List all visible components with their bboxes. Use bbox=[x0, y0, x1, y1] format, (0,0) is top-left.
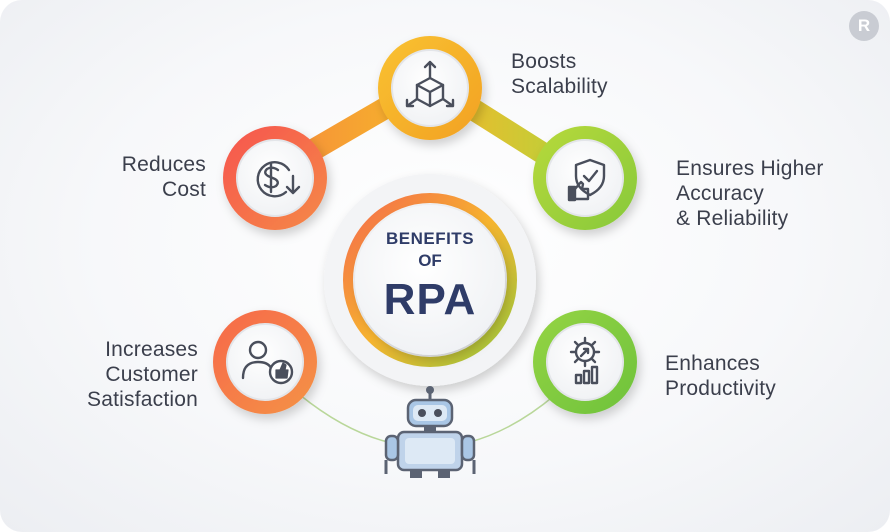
cube-scale-icon bbox=[405, 60, 455, 108]
label-satisfaction-line2: Customer bbox=[105, 363, 198, 386]
center-title-line1: BENEFITS bbox=[385, 229, 475, 248]
label-satisfaction-line3: Satisfaction bbox=[87, 388, 198, 411]
center-face bbox=[355, 205, 505, 355]
label-cost-line1: Reduces bbox=[121, 153, 206, 176]
label-cost: Reduces Cost bbox=[60, 152, 206, 202]
label-scalability-line2: Scalability bbox=[511, 75, 608, 98]
node-satisfaction bbox=[213, 310, 317, 414]
label-satisfaction-line1: Increases bbox=[105, 338, 198, 361]
user-thumbs-up-icon bbox=[241, 340, 294, 385]
node-scalability bbox=[378, 36, 482, 140]
label-productivity: Enhances Productivity bbox=[665, 351, 776, 401]
center-title-line2: OF bbox=[418, 251, 442, 270]
label-productivity-line2: Productivity bbox=[665, 377, 776, 400]
label-accuracy-line2: Accuracy bbox=[676, 182, 764, 205]
center-ring bbox=[343, 193, 517, 367]
label-cost-line2: Cost bbox=[162, 178, 206, 201]
center-title-line3: RPA bbox=[383, 275, 477, 324]
label-satisfaction: Increases Customer Satisfaction bbox=[40, 337, 198, 412]
label-scalability: Boosts Scalability bbox=[511, 49, 608, 99]
label-accuracy-line3: & Reliability bbox=[676, 207, 789, 230]
label-scalability-line1: Boosts bbox=[511, 50, 577, 73]
robot-mascot bbox=[384, 386, 476, 478]
shield-check-icon bbox=[567, 158, 606, 202]
center-title: BENEFITS OF RPA bbox=[350, 228, 510, 326]
node-productivity bbox=[533, 310, 637, 414]
label-accuracy-line1: Ensures Higher bbox=[676, 157, 824, 180]
gear-growth-icon bbox=[569, 336, 601, 385]
brand-logo: R bbox=[849, 11, 879, 41]
node-accuracy bbox=[533, 126, 637, 230]
dollar-down-icon bbox=[256, 161, 301, 198]
label-accuracy: Ensures Higher Accuracy & Reliability bbox=[676, 156, 824, 231]
node-cost bbox=[223, 126, 327, 230]
label-productivity-line1: Enhances bbox=[665, 352, 761, 375]
